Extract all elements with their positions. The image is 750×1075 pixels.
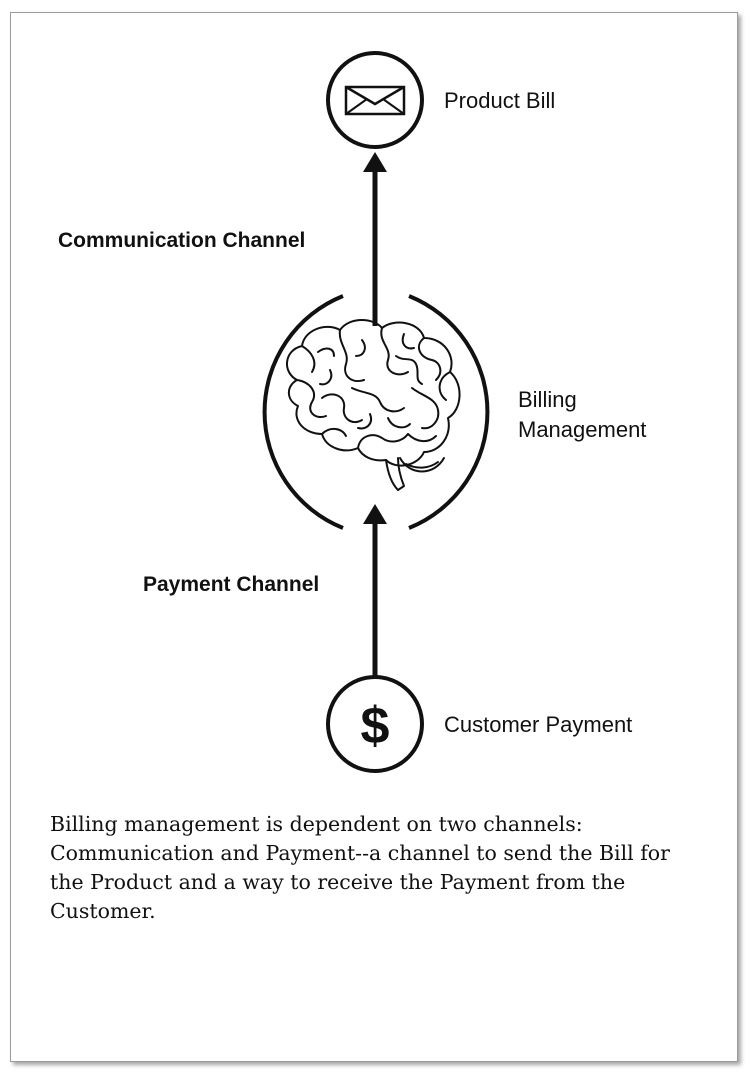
payment-channel-arrow xyxy=(363,504,387,676)
communication-channel-arrow xyxy=(363,152,387,326)
billing-management-label-line1: Billing xyxy=(518,385,646,415)
product-bill-label: Product Bill xyxy=(444,88,555,114)
envelope-icon xyxy=(346,87,404,114)
diagram-caption: Billing management is dependent on two c… xyxy=(50,810,710,926)
customer-payment-label: Customer Payment xyxy=(444,712,632,738)
dollar-icon: $ xyxy=(361,697,390,755)
brain-icon xyxy=(287,320,460,490)
billing-management-label-line2: Management xyxy=(518,415,646,445)
payment-channel-label: Payment Channel xyxy=(143,573,319,597)
billing-management-label: Billing Management xyxy=(518,385,646,445)
communication-channel-label: Communication Channel xyxy=(58,229,305,253)
product-bill-node xyxy=(328,53,422,147)
customer-payment-node: $ xyxy=(328,677,422,771)
